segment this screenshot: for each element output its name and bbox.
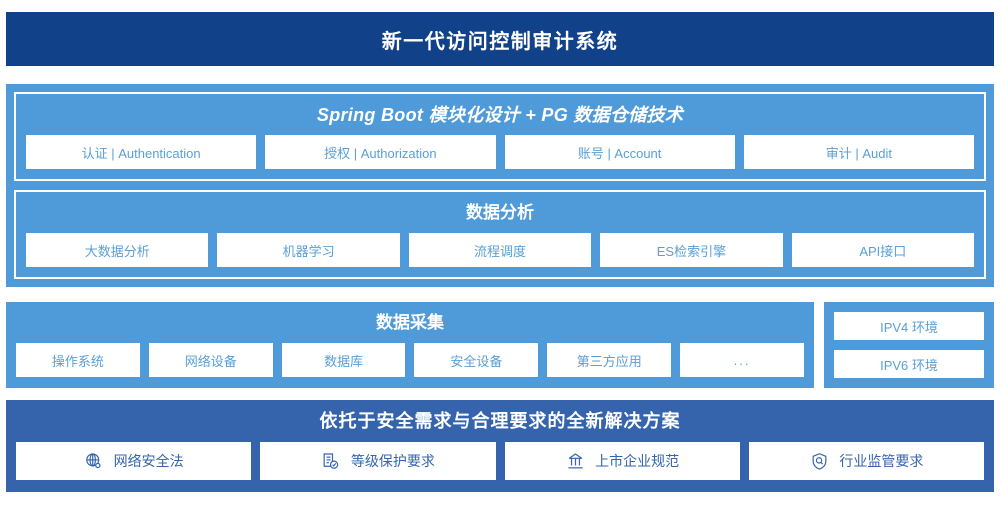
analysis-chip-es-search[interactable]: ES检索引擎 [600,233,783,267]
analysis-chip-process-scheduling[interactable]: 流程调度 [408,233,592,267]
analysis-chip-bigdata[interactable]: 大数据分析 [26,233,209,267]
bank-building-icon [565,451,585,471]
analysis-chip-machine-learning[interactable]: 机器学习 [217,233,400,267]
collection-chip-database[interactable]: 数据库 [281,343,406,377]
compliance-title: 依托于安全需求与合理要求的全新解决方案 [319,411,681,431]
compliance-label: 上市企业规范 [595,453,680,469]
analysis-chip-api[interactable]: API接口 [791,233,975,267]
spacer [6,287,994,302]
compliance-label: 等级保护要求 [350,453,435,469]
header-banner: 新一代访问控制审计系统 [6,12,994,66]
globe-network-icon [84,451,104,471]
compliance-chip-classified-protection[interactable]: 等级保护要求 [260,442,496,480]
analysis-subpanel: 数据分析 大数据分析 机器学习 流程调度 ES检索引擎 API接口 [14,190,986,279]
platform-subpanel: Spring Boot 模块化设计 + PG 数据仓储技术 认证 | Authe… [14,92,986,181]
collection-chip-row: 操作系统 网络设备 数据库 安全设备 第三方应用 ... [16,343,804,377]
collection-panel: 数据采集 操作系统 网络设备 数据库 安全设备 第三方应用 ... [6,302,814,388]
spacer [6,388,994,400]
compliance-chip-listed-enterprise[interactable]: 上市企业规范 [504,442,740,480]
environment-panel: IPV4 环境 IPV6 环境 [824,302,994,388]
compliance-panel: 依托于安全需求与合理要求的全新解决方案 网络安全法 [6,400,994,492]
collection-chip-third-party-app[interactable]: 第三方应用 [547,343,672,377]
document-check-icon [321,451,341,471]
platform-title: Spring Boot 模块化设计 + PG 数据仓储技术 [316,105,684,125]
compliance-chip-row: 网络安全法 等级保护要求 [16,442,984,480]
compliance-chip-cybersecurity-law[interactable]: 网络安全法 [16,442,252,480]
environment-chip-ipv4[interactable]: IPV4 环境 [834,312,984,340]
compliance-label: 行业监管要求 [839,453,924,469]
collection-chip-more[interactable]: ... [680,343,804,377]
collection-chip-security-device[interactable]: 安全设备 [414,343,539,377]
environment-chip-ipv6[interactable]: IPV6 环境 [834,350,984,378]
page-title: 新一代访问控制审计系统 [381,30,619,53]
platform-chip-authentication[interactable]: 认证 | Authentication [26,135,257,169]
platform-analysis-panel: Spring Boot 模块化设计 + PG 数据仓储技术 认证 | Authe… [6,84,994,287]
platform-chip-audit[interactable]: 审计 | Audit [743,135,974,169]
platform-chip-account[interactable]: 账号 | Account [504,135,735,169]
collection-row: 数据采集 操作系统 网络设备 数据库 安全设备 第三方应用 ... IPV4 环… [6,302,994,388]
analysis-chip-row: 大数据分析 机器学习 流程调度 ES检索引擎 API接口 [26,233,975,267]
collection-title: 数据采集 [376,313,444,332]
compliance-label: 网络安全法 [113,453,184,469]
collection-chip-os[interactable]: 操作系统 [16,343,140,377]
shield-search-icon [809,451,829,471]
platform-chip-row: 认证 | Authentication 授权 | Authorization 账… [26,135,974,169]
platform-chip-authorization[interactable]: 授权 | Authorization [265,135,496,169]
collection-chip-network-device[interactable]: 网络设备 [148,343,273,377]
spacer [6,66,994,84]
analysis-title: 数据分析 [466,203,534,222]
compliance-chip-industry-regulation[interactable]: 行业监管要求 [748,442,984,480]
